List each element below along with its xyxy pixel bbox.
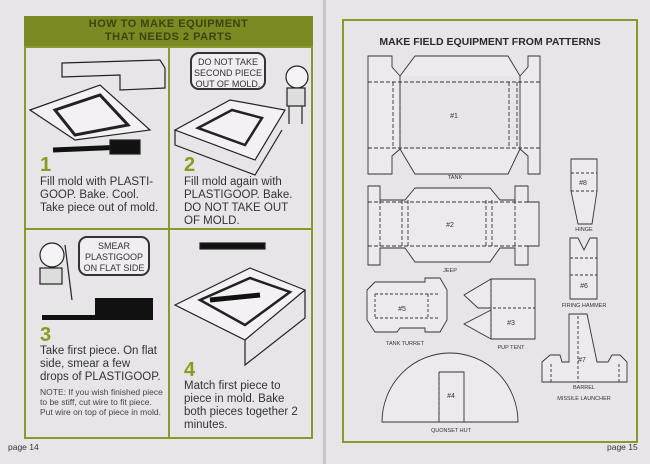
pattern-label-barrel: BARREL <box>573 385 595 391</box>
speech-bubble-step-3: SMEAR PLASTIGOOP ON FLAT SIDE <box>78 236 150 276</box>
speech-bubble-step-2: DO NOT TAKE SECOND PIECE OUT OF MOLD. <box>190 52 266 90</box>
section-header: HOW TO MAKE EQUIPMENT THAT NEEDS 2 PARTS <box>24 16 313 46</box>
pattern-hinge <box>570 158 598 225</box>
pattern-number-1: #1 <box>450 113 458 120</box>
pattern-label-jeep: JEEP <box>443 268 457 274</box>
step-3-number: 3 <box>40 324 52 346</box>
pattern-number-7: #7 <box>578 357 586 364</box>
pattern-tank-turret <box>366 277 448 333</box>
page-number: page 15 <box>607 442 638 452</box>
step-3-note: NOTE: If you wish finished piece to be s… <box>40 387 163 417</box>
step-2-number: 2 <box>184 154 196 176</box>
page-number: page 14 <box>8 442 39 452</box>
pattern-missile-launcher <box>541 313 628 383</box>
pattern-label-firing-hammer: FIRING HAMMER <box>562 303 607 309</box>
character-illustration-3 <box>39 242 73 301</box>
pattern-number-8: #8 <box>579 180 587 187</box>
step-1-number: 1 <box>40 154 52 176</box>
page-title: MAKE FIELD EQUIPMENT FROM PATTERNS <box>379 36 600 48</box>
pattern-number-5: #5 <box>398 306 406 313</box>
step-3-text: Take first piece. On flat side, smear a … <box>40 345 161 383</box>
mold-illustration-4 <box>173 242 307 367</box>
booklet-spine <box>323 0 327 464</box>
step-illustrations <box>28 59 309 367</box>
page-border <box>342 19 638 443</box>
step-4-number: 4 <box>184 359 196 381</box>
pattern-tank <box>367 55 541 175</box>
pattern-number-3: #3 <box>507 320 515 327</box>
left-page: HOW TO MAKE EQUIPMENT THAT NEEDS 2 PARTS <box>0 0 326 464</box>
step-2-text: Fill mold again with PLASTIGOOP. Bake. D… <box>184 176 293 227</box>
step-4-panel <box>168 228 313 439</box>
character-illustration-2 <box>285 65 309 124</box>
header-line-2: THAT NEEDS 2 PARTS <box>104 31 233 43</box>
pattern-number-2: #2 <box>446 222 454 229</box>
pattern-label-tank-turret: TANK TURRET <box>386 341 425 347</box>
pattern-quonset-hut <box>381 352 519 423</box>
step-4-text: Match first piece to piece in mold. Bake… <box>184 380 298 431</box>
gun-illustration-3 <box>42 298 153 320</box>
pattern-number-4: #4 <box>447 393 455 400</box>
pattern-label-missile-launcher: MISSILE LAUNCHER <box>557 396 611 402</box>
pattern-firing-hammer <box>569 237 598 300</box>
header-line-1: HOW TO MAKE EQUIPMENT <box>88 18 249 30</box>
pattern-label-pup-tent: PUP TENT <box>498 345 526 351</box>
mold-illustration-2 <box>173 99 286 176</box>
pattern-pup-tent <box>463 278 536 340</box>
step-1-text: Fill mold with PLASTI-GOOP. Bake. Cool. … <box>40 176 159 214</box>
pattern-label-quonset-hut: QUONSET HUT <box>431 428 472 434</box>
pattern-number-6: #6 <box>580 283 588 290</box>
pattern-label-tank: TANK <box>448 175 463 181</box>
pattern-label-hinge: HINGE <box>575 227 593 233</box>
pattern-jeep <box>367 185 540 266</box>
mold-illustration-1 <box>28 59 166 155</box>
